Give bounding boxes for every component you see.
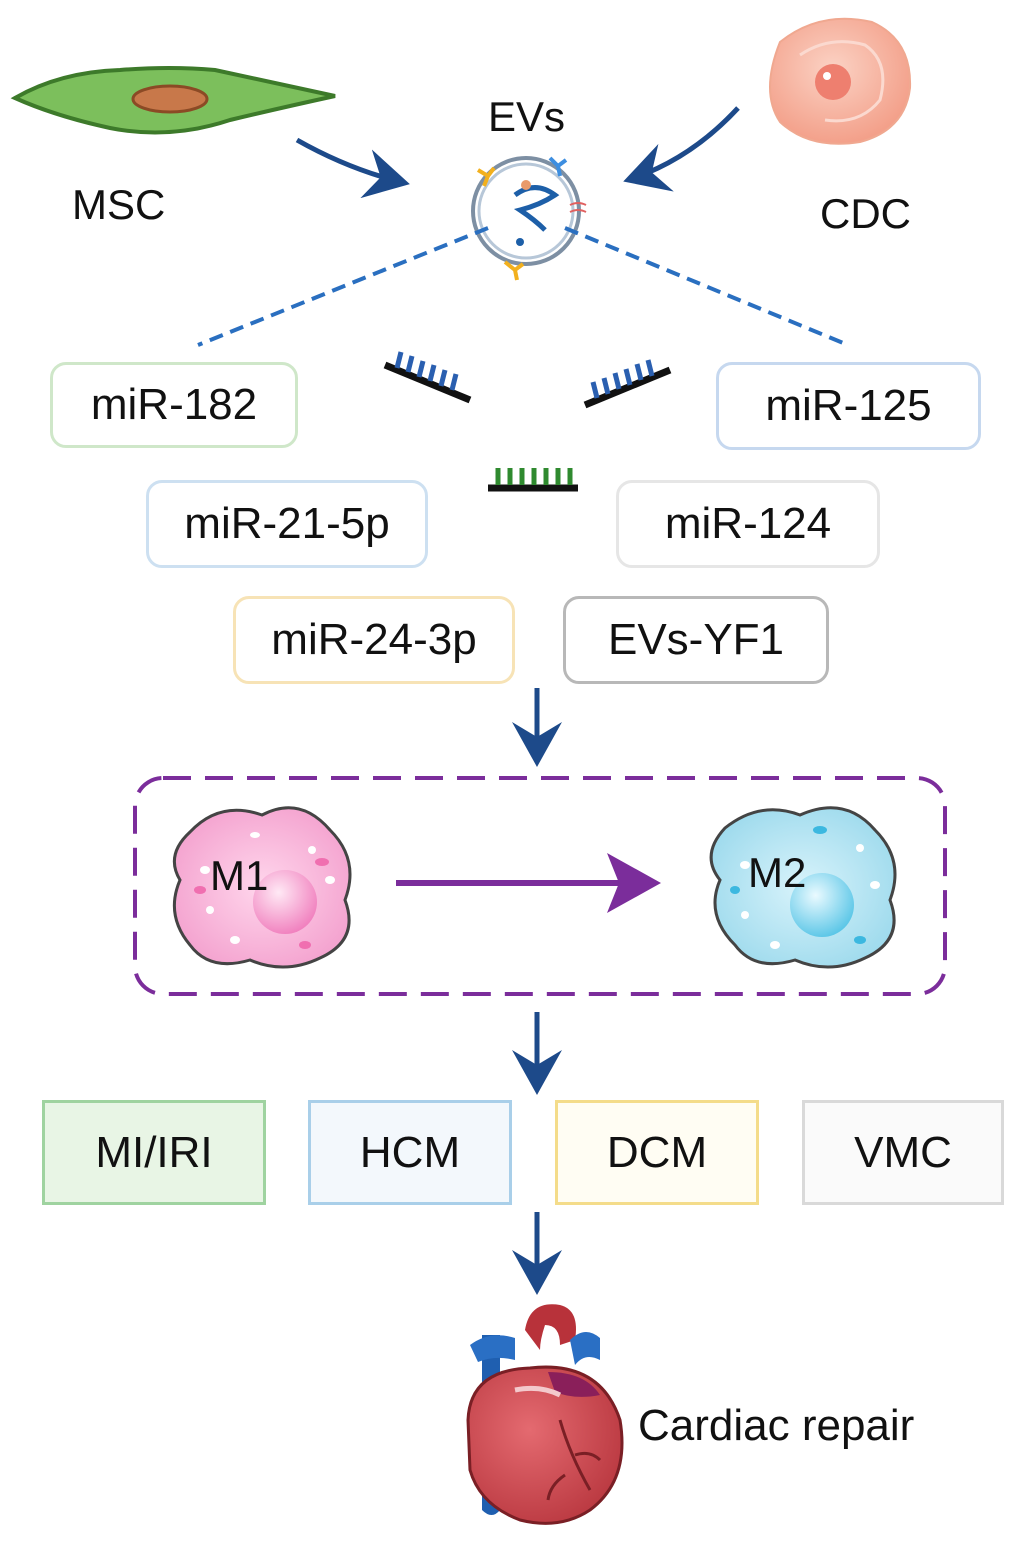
cdc-to-evs-arrow (623, 106, 740, 192)
dashed-line-right (564, 226, 849, 347)
disease-box-mi-iri: MI/IRI (42, 1100, 266, 1205)
m2-macrophage-icon (709, 806, 897, 969)
dashed-line-left (197, 226, 489, 347)
m1-macrophage-icon (172, 806, 352, 969)
m1-label: M1 (210, 852, 269, 899)
mirna-box-mir-182: miR-182 (50, 362, 298, 448)
disease-box-dcm: DCM (555, 1100, 759, 1205)
msc-to-evs-arrow (295, 137, 410, 199)
ev-vesicle-icon (471, 156, 587, 281)
disease-box-hcm: HCM (308, 1100, 512, 1205)
mirna-box-evs-yf1: EVs-YF1 (563, 596, 829, 684)
heart-icon (466, 1304, 624, 1525)
mirna-strand-icon-center (488, 468, 578, 492)
disease-box-vmc: VMC (802, 1100, 1004, 1205)
msc-label: MSC (72, 181, 166, 228)
mirna-box-mir-125: miR-125 (716, 362, 981, 450)
mirna-box-mir-124: miR-124 (616, 480, 880, 568)
cdc-cell-icon (769, 17, 912, 145)
cardiac-repair-label: Cardiac repair (638, 1401, 915, 1450)
mirna-box-mir-21-5p: miR-21-5p (146, 480, 428, 568)
msc-cell-icon (10, 66, 336, 135)
cdc-label: CDC (820, 190, 911, 237)
mirna-box-mir-24-3p: miR-24-3p (233, 596, 515, 684)
mirna-strand-icon-right (583, 359, 672, 409)
evs-label: EVs (488, 93, 566, 140)
m2-label: M2 (748, 849, 807, 896)
mirna-strand-icon-left (383, 351, 472, 404)
